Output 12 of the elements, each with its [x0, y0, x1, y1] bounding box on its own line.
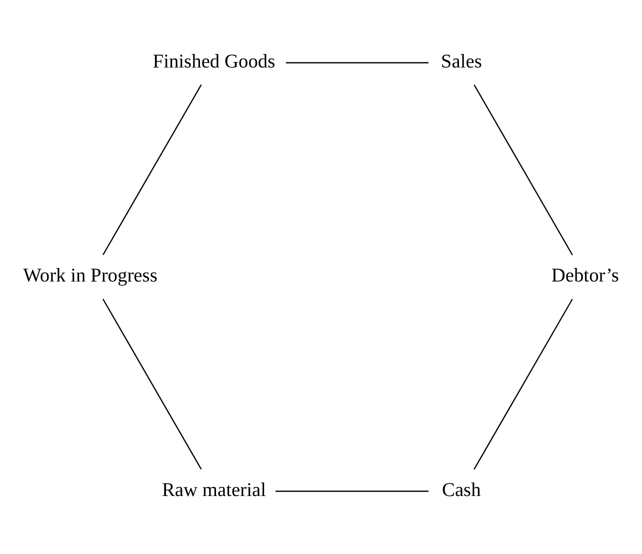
node-text: Debtor’s [551, 266, 619, 287]
node-text: Work in Progress [23, 266, 158, 287]
connector [286, 62, 428, 64]
node-text: Raw material [162, 480, 266, 501]
node-text: Sales [440, 51, 482, 72]
connector [276, 490, 429, 492]
connector [102, 84, 202, 256]
connector [474, 298, 573, 470]
node-text: Cash [442, 480, 481, 501]
node-text: Finished Goods [152, 51, 276, 72]
connector [102, 298, 202, 470]
connector [474, 84, 573, 256]
